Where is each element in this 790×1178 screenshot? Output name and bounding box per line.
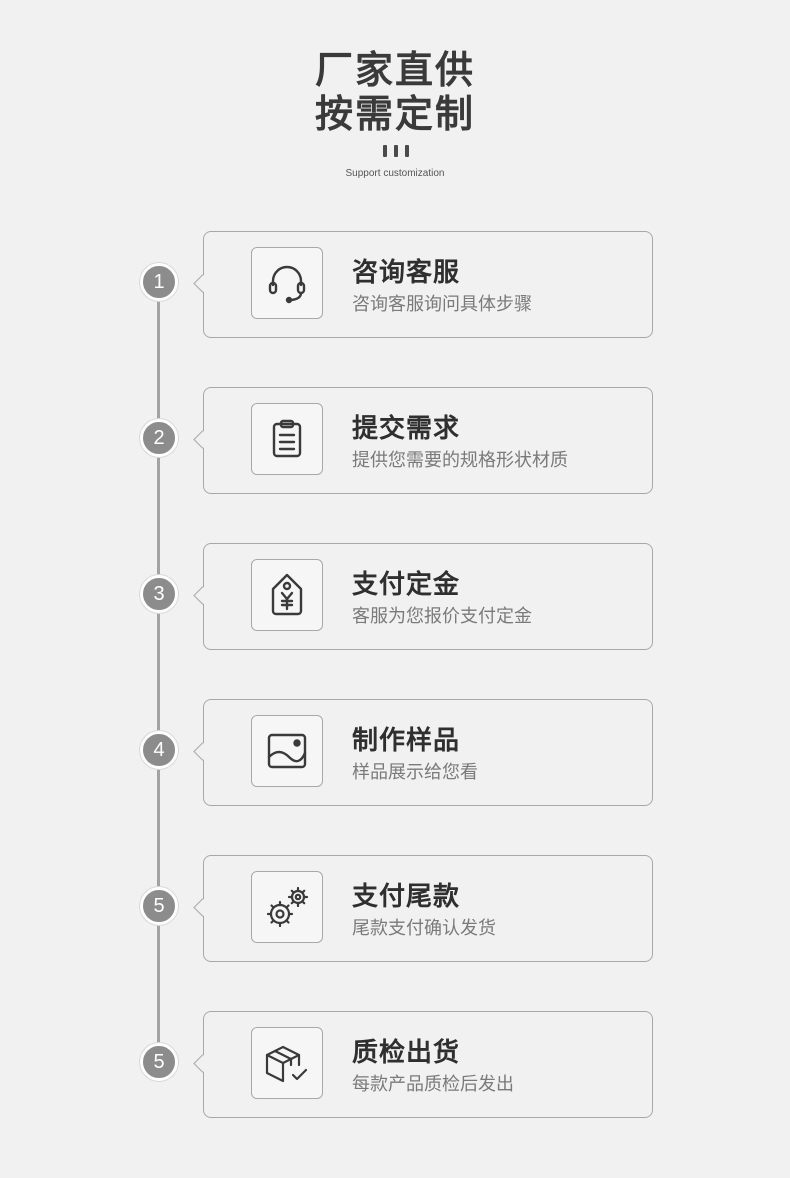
clipboard-icon — [251, 403, 323, 475]
step-title: 制作样品 — [352, 726, 461, 756]
gears-icon — [251, 871, 323, 943]
step-title: 提交需求 — [352, 414, 461, 444]
headset-icon — [251, 247, 323, 319]
divider-bars — [383, 145, 409, 157]
step-number-badge: 3 — [140, 575, 178, 613]
timeline-line — [157, 284, 160, 1064]
image-icon — [251, 715, 323, 787]
step-description: 样品展示给您看 — [352, 762, 478, 783]
page-header: 厂家直供 按需定制 — [0, 0, 790, 136]
step-number-badge: 1 — [140, 263, 178, 301]
page-title-line-2: 按需定制 — [314, 92, 475, 136]
step-card: 制作样品 样品展示给您看 — [203, 699, 653, 806]
step-description: 咨询客服询问具体步骤 — [352, 294, 532, 315]
step-description: 每款产品质检后发出 — [352, 1074, 514, 1095]
step-card: 支付尾款 尾款支付确认发货 — [203, 855, 653, 962]
step-title: 支付定金 — [352, 570, 461, 600]
step-title: 咨询客服 — [352, 258, 461, 288]
step-title: 质检出货 — [352, 1038, 461, 1068]
box-check-icon — [251, 1027, 323, 1099]
step-title: 支付尾款 — [352, 882, 461, 912]
step-description: 提供您需要的规格形状材质 — [352, 450, 568, 471]
step-card: 咨询客服 咨询客服询问具体步骤 — [203, 231, 653, 338]
step-6: 5 质检出货 每款产品质检后发出 — [0, 1011, 790, 1118]
yuan-tag-icon — [251, 559, 323, 631]
page-subtitle: Support customization — [345, 168, 445, 179]
step-number-badge: 5 — [140, 887, 178, 925]
step-description: 客服为您报价支付定金 — [352, 606, 532, 627]
step-5: 5 支付尾款 尾款支付确认发货 — [0, 855, 790, 962]
step-number-badge: 5 — [140, 1043, 178, 1081]
page-title-line-1: 厂家直供 — [314, 48, 475, 92]
step-card: 质检出货 每款产品质检后发出 — [203, 1011, 653, 1118]
step-1: 1 咨询客服 咨询客服询问具体步骤 — [0, 231, 790, 338]
step-description: 尾款支付确认发货 — [352, 918, 496, 939]
step-2: 2 提交需求 提供您需要的规格形状材质 — [0, 387, 790, 494]
step-card: 支付定金 客服为您报价支付定金 — [203, 543, 653, 650]
step-4: 4 制作样品 样品展示给您看 — [0, 699, 790, 806]
step-number-badge: 2 — [140, 419, 178, 457]
step-number-badge: 4 — [140, 731, 178, 769]
step-3: 3 支付定金 客服为您报价支付定金 — [0, 543, 790, 650]
step-card: 提交需求 提供您需要的规格形状材质 — [203, 387, 653, 494]
